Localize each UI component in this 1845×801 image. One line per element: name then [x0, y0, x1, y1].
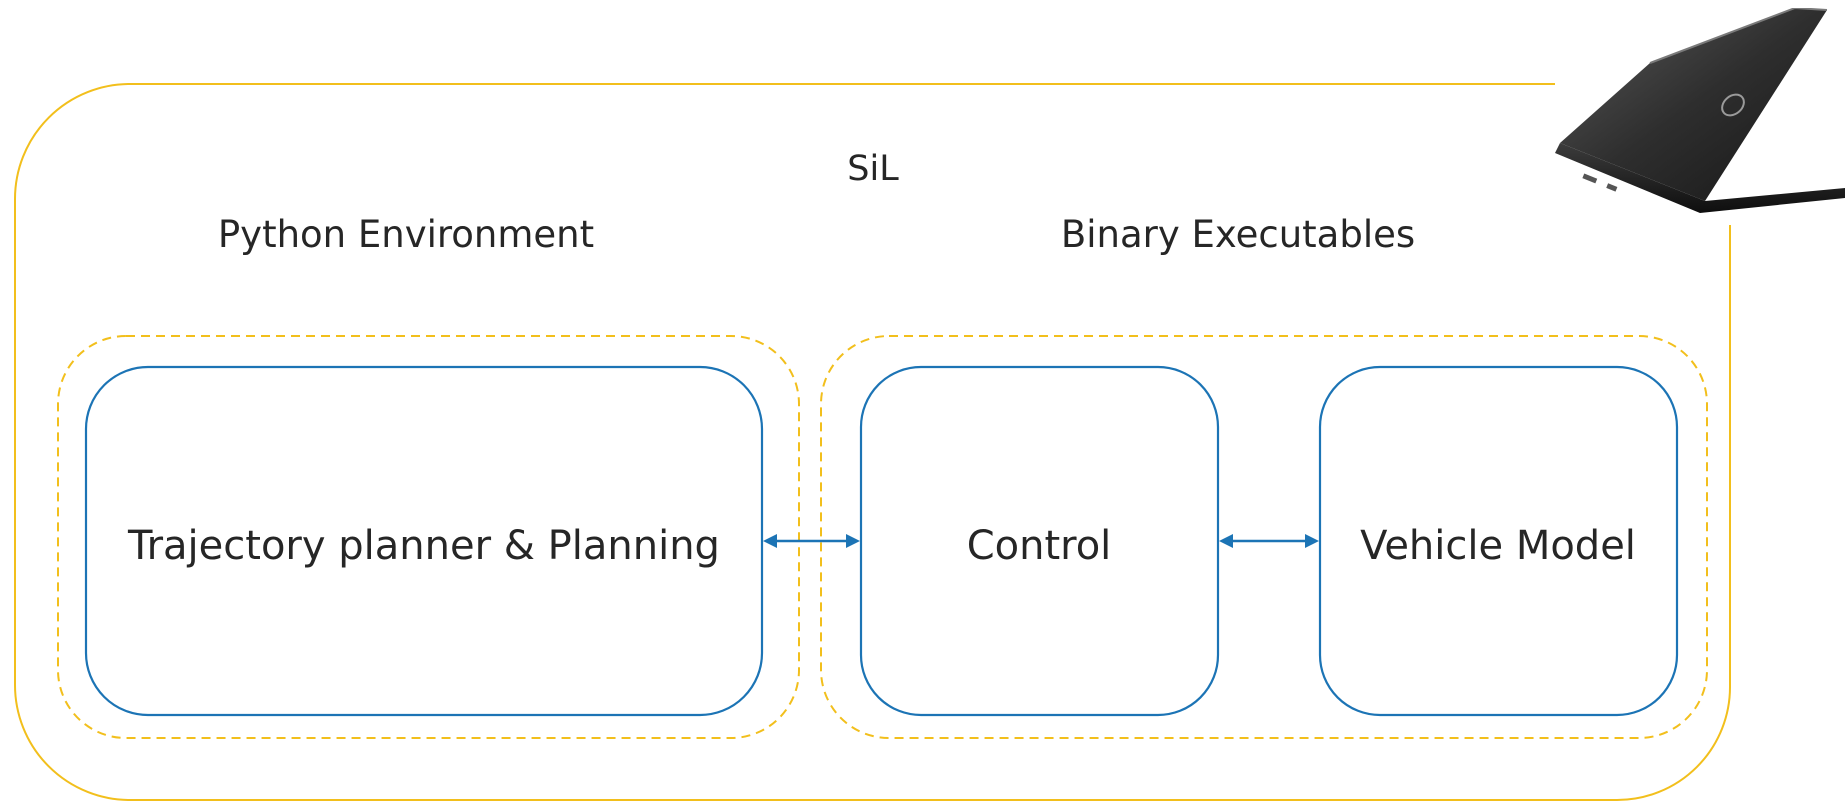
- planner-control-connector: [763, 534, 860, 548]
- sil-title: SiL: [847, 149, 899, 189]
- laptop-lid: [1560, 8, 1827, 201]
- vehicle-model-box: [1318, 365, 1679, 717]
- laptop-lid-edge: [1649, 8, 1828, 64]
- sil-frame: [14, 83, 1731, 801]
- trajectory-planner-label: Trajectory planner & Planning: [127, 523, 720, 569]
- python-environment-group: [57, 335, 800, 739]
- python-environment-label: Python Environment: [218, 213, 594, 256]
- binary-executables-group: [820, 335, 1708, 739]
- laptop-base: [1555, 143, 1845, 213]
- planner-control-arrowhead-left: [763, 534, 777, 548]
- control-vehicle-connector: [1219, 534, 1319, 548]
- binary-executables-label: Binary Executables: [1061, 213, 1415, 256]
- laptop-logo: [1721, 93, 1745, 117]
- laptop-port: [1582, 173, 1598, 184]
- laptop-icon: [1555, 8, 1845, 213]
- control-box: [859, 365, 1220, 717]
- planner-control-arrowhead-right: [846, 534, 860, 548]
- trajectory-planner-box: [84, 365, 764, 717]
- control-vehicle-arrowhead-right: [1305, 534, 1319, 548]
- control-label: Control: [967, 523, 1112, 569]
- control-vehicle-arrowhead-left: [1219, 534, 1233, 548]
- laptop-port: [1606, 183, 1618, 192]
- vehicle-model-label: Vehicle Model: [1360, 523, 1636, 569]
